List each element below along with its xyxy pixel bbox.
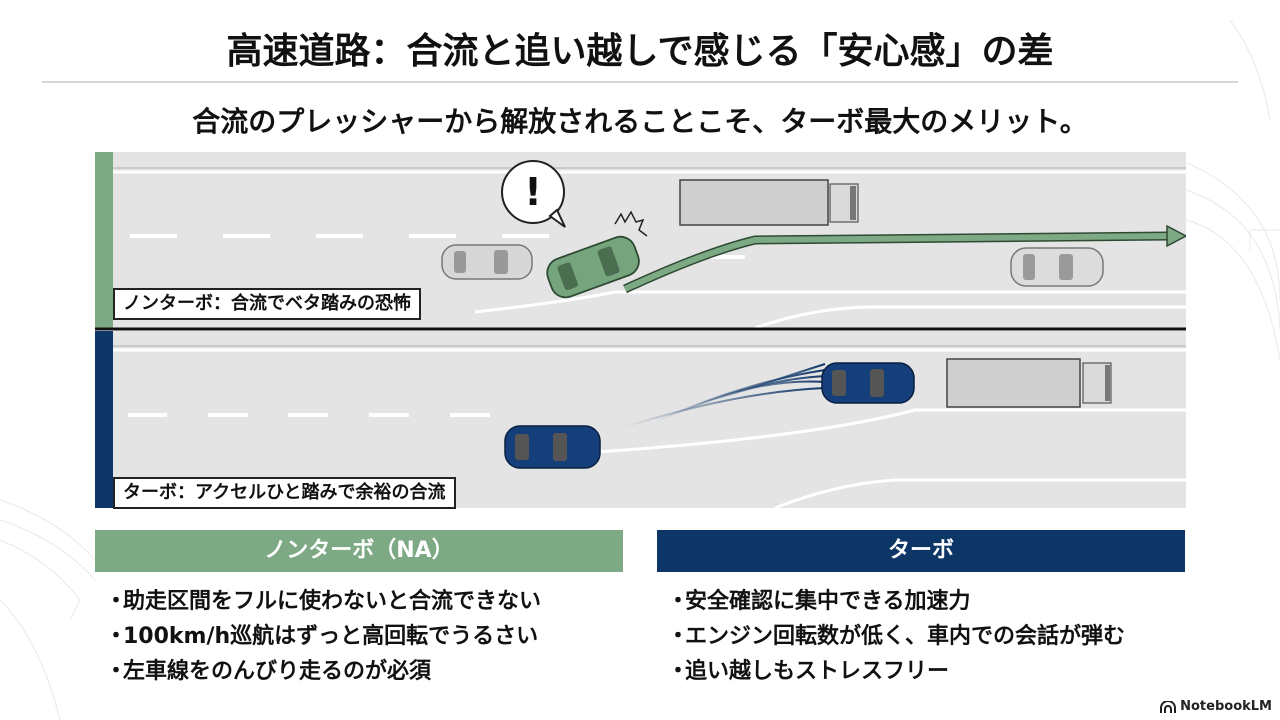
list-item: ・100km/h巡航はずっと高回転でうるさい bbox=[105, 619, 623, 654]
list-item: ・左車線をのんびり走るのが必須 bbox=[105, 654, 623, 689]
bullet: ・ bbox=[105, 589, 128, 614]
gray-car-ahead bbox=[1010, 247, 1104, 287]
list-item: ・追い越しもストレスフリー bbox=[667, 654, 1185, 689]
truck bbox=[679, 179, 859, 226]
highway-illustration: ! bbox=[95, 152, 1186, 509]
gray-car-behind bbox=[441, 244, 533, 280]
bullet: ・ bbox=[105, 659, 128, 684]
notebooklm-brand: NotebookLM bbox=[1160, 699, 1272, 714]
stress-mark-icon bbox=[614, 210, 648, 237]
turbo-side-bar bbox=[95, 331, 113, 508]
page-subtitle: 合流のプレッシャーから解放されることこそ、ターボ最大のメリット。 bbox=[192, 105, 1088, 138]
list-item: ・エンジン回転数が低く、車内での会話が弾む bbox=[667, 619, 1185, 654]
notebooklm-logo-icon bbox=[1160, 700, 1177, 713]
blue-turbo-car-passing bbox=[821, 362, 915, 404]
na-lane-label: ノンターボ：合流でベタ踏みの恐怖 bbox=[113, 288, 421, 320]
list-item: ・助走区間をフルに使わないと合流できない bbox=[105, 584, 623, 619]
green-na-car bbox=[546, 235, 640, 299]
bullet: ・ bbox=[667, 589, 690, 614]
na-side-bar bbox=[95, 152, 113, 328]
na-column: ノンターボ（NA） ・助走区間をフルに使わないと合流できない ・100km/h巡… bbox=[95, 530, 623, 689]
truck-turbo-lane bbox=[946, 358, 1112, 408]
alert-speech-bubble: ! bbox=[501, 160, 566, 228]
bullet: ・ bbox=[105, 624, 128, 649]
title-divider bbox=[42, 81, 1238, 83]
turbo-column-heading: ターボ bbox=[657, 530, 1185, 572]
speed-streaks-high bbox=[624, 363, 826, 428]
brand-label: NotebookLM bbox=[1180, 699, 1272, 714]
exclamation-icon: ! bbox=[524, 170, 541, 214]
bullet: ・ bbox=[667, 659, 690, 684]
list-item: ・安全確認に集中できる加速力 bbox=[667, 584, 1185, 619]
na-column-heading: ノンターボ（NA） bbox=[95, 530, 623, 572]
turbo-lane-label: ターボ：アクセルひと踏みで余裕の合流 bbox=[113, 477, 456, 509]
speed-streaks-low bbox=[295, 429, 510, 471]
turbo-points-list: ・安全確認に集中できる加速力 ・エンジン回転数が低く、車内での会話が弾む ・追い… bbox=[657, 584, 1185, 689]
na-road: ! bbox=[95, 152, 1186, 330]
na-points-list: ・助走区間をフルに使わないと合流できない ・100km/h巡航はずっと高回転でう… bbox=[95, 584, 623, 689]
page-title: 高速道路：合流と追い越しで感じる「安心感」の差 bbox=[226, 31, 1054, 72]
bullet: ・ bbox=[667, 624, 690, 649]
turbo-column: ターボ ・安全確認に集中できる加速力 ・エンジン回転数が低く、車内での会話が弾む… bbox=[657, 530, 1185, 689]
blue-turbo-car-merging bbox=[504, 425, 601, 469]
